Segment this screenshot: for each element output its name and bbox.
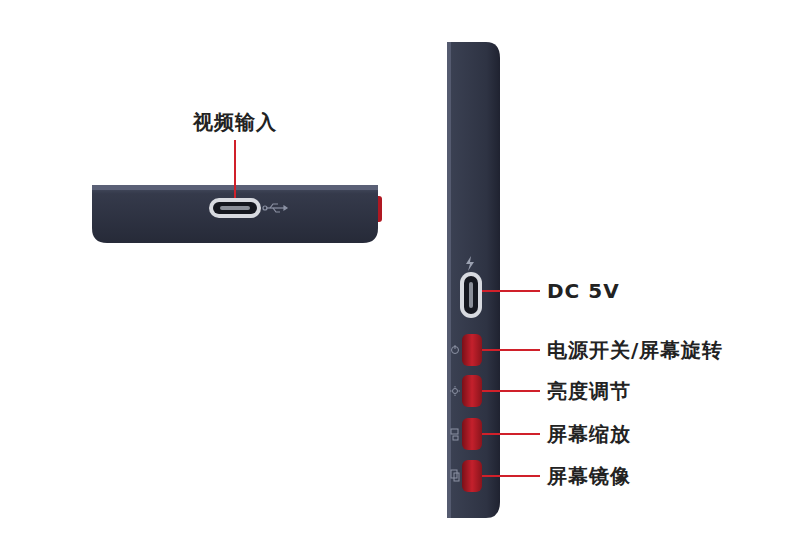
brightness-button: [462, 375, 482, 407]
button-label: 电源开关/屏幕旋转: [547, 338, 723, 362]
buttons: [462, 334, 482, 492]
button-label: 屏幕镜像: [547, 464, 631, 488]
leader-line: [234, 140, 236, 198]
side-view: [447, 42, 540, 518]
zoom-button: [462, 418, 482, 450]
button-label: 亮度调节: [547, 379, 631, 403]
usb-c-port: [209, 198, 261, 218]
mirror-button: [462, 460, 482, 492]
usb-c-tongue: [220, 206, 250, 210]
usb-icon: [263, 204, 287, 212]
dc-tongue: [469, 282, 473, 308]
port-label: 视频输入: [193, 110, 277, 134]
leader-lines: [482, 291, 540, 476]
dc-socket: [464, 276, 478, 314]
housing: [447, 42, 500, 518]
port-label: DC 5V: [547, 279, 620, 303]
bottom-view: [92, 140, 382, 243]
button-icons: [450, 345, 460, 481]
usb-c-socket: [213, 202, 257, 214]
power-button: [462, 334, 482, 366]
dc-port: [460, 272, 482, 318]
button-label: 屏幕缩放: [547, 422, 631, 446]
front-edge: [447, 42, 451, 518]
power-icon: [466, 256, 474, 271]
